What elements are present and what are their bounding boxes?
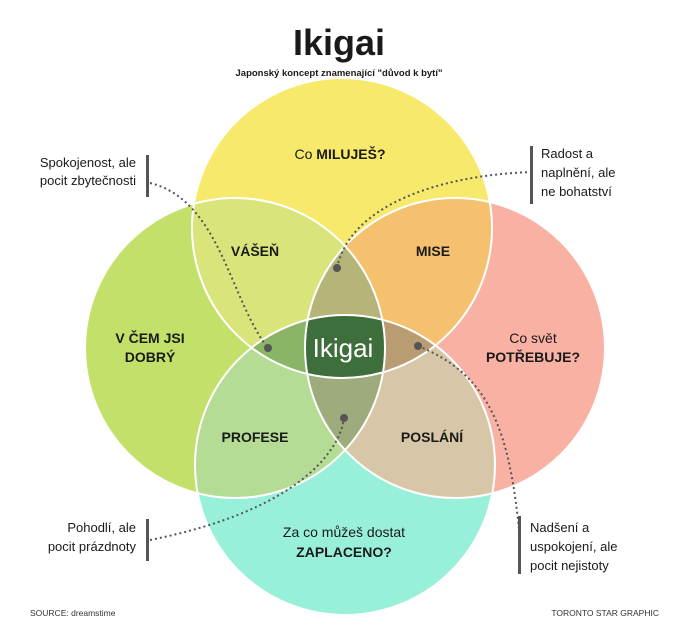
note-bottom-right-line2: uspokojení, ale <box>530 539 617 554</box>
note-brackets <box>146 146 533 574</box>
leader-dot <box>264 344 272 352</box>
leader-line-top-left <box>149 182 269 349</box>
circle-label-need-line2: POTŘEBUJE? <box>486 348 580 365</box>
overlap-label-passion: VÁŠEŇ <box>231 242 279 259</box>
note-bottom-left-line1: Pohodlí, ale <box>67 520 136 535</box>
note-bottom-right-line1: Nadšení a <box>530 520 590 535</box>
note-top-right-line2: naplnění, ale <box>541 165 615 180</box>
leader-dot <box>333 264 341 272</box>
diagram-title: Ikigai <box>293 22 385 63</box>
circle-label-love: Co MILUJEŠ? <box>294 145 385 162</box>
footer-credit: TORONTO STAR GRAPHIC <box>551 608 659 618</box>
circle-label-good-line1: V ČEM JSI <box>115 329 184 346</box>
note-top-right-line3: ne bohatství <box>541 184 612 199</box>
overlap-label-profession: PROFESE <box>222 429 289 445</box>
center-label: Ikigai <box>313 333 374 363</box>
leader-lines <box>149 171 533 541</box>
leader-dot <box>414 342 422 350</box>
circle-label-paid-line2: ZAPLACENO? <box>296 544 392 560</box>
overlap-label-mission: MISE <box>416 243 450 259</box>
bracket-top-right <box>530 146 533 204</box>
leader-dot <box>340 414 348 422</box>
bracket-bottom-right <box>518 516 521 574</box>
note-top-left-line2: pocit zbytečnosti <box>40 173 136 188</box>
circle-label-paid-line1: Za co můžeš dostat <box>283 524 405 540</box>
circle-outlines <box>84 77 606 616</box>
diagram-subtitle: Japonský koncept znamenající "důvod k by… <box>236 68 443 79</box>
bracket-bottom-left <box>146 519 149 561</box>
note-top-right-line1: Radost a <box>541 146 594 161</box>
leader-dots <box>264 264 422 422</box>
overlap-label-vocation: POSLÁNÍ <box>401 429 464 445</box>
footer-source: SOURCE: dreamstime <box>30 608 116 618</box>
bracket-top-left <box>146 155 149 197</box>
note-bottom-right-line3: pocit nejistoty <box>530 558 609 573</box>
leader-line-top-right <box>336 171 533 269</box>
note-bottom-left-line2: pocit prázdnoty <box>48 539 137 554</box>
circle-label-need-line1: Co svět <box>509 330 557 346</box>
circle-label-good-line2: DOBRÝ <box>125 348 176 365</box>
note-top-left-line1: Spokojenost, ale <box>40 155 136 170</box>
